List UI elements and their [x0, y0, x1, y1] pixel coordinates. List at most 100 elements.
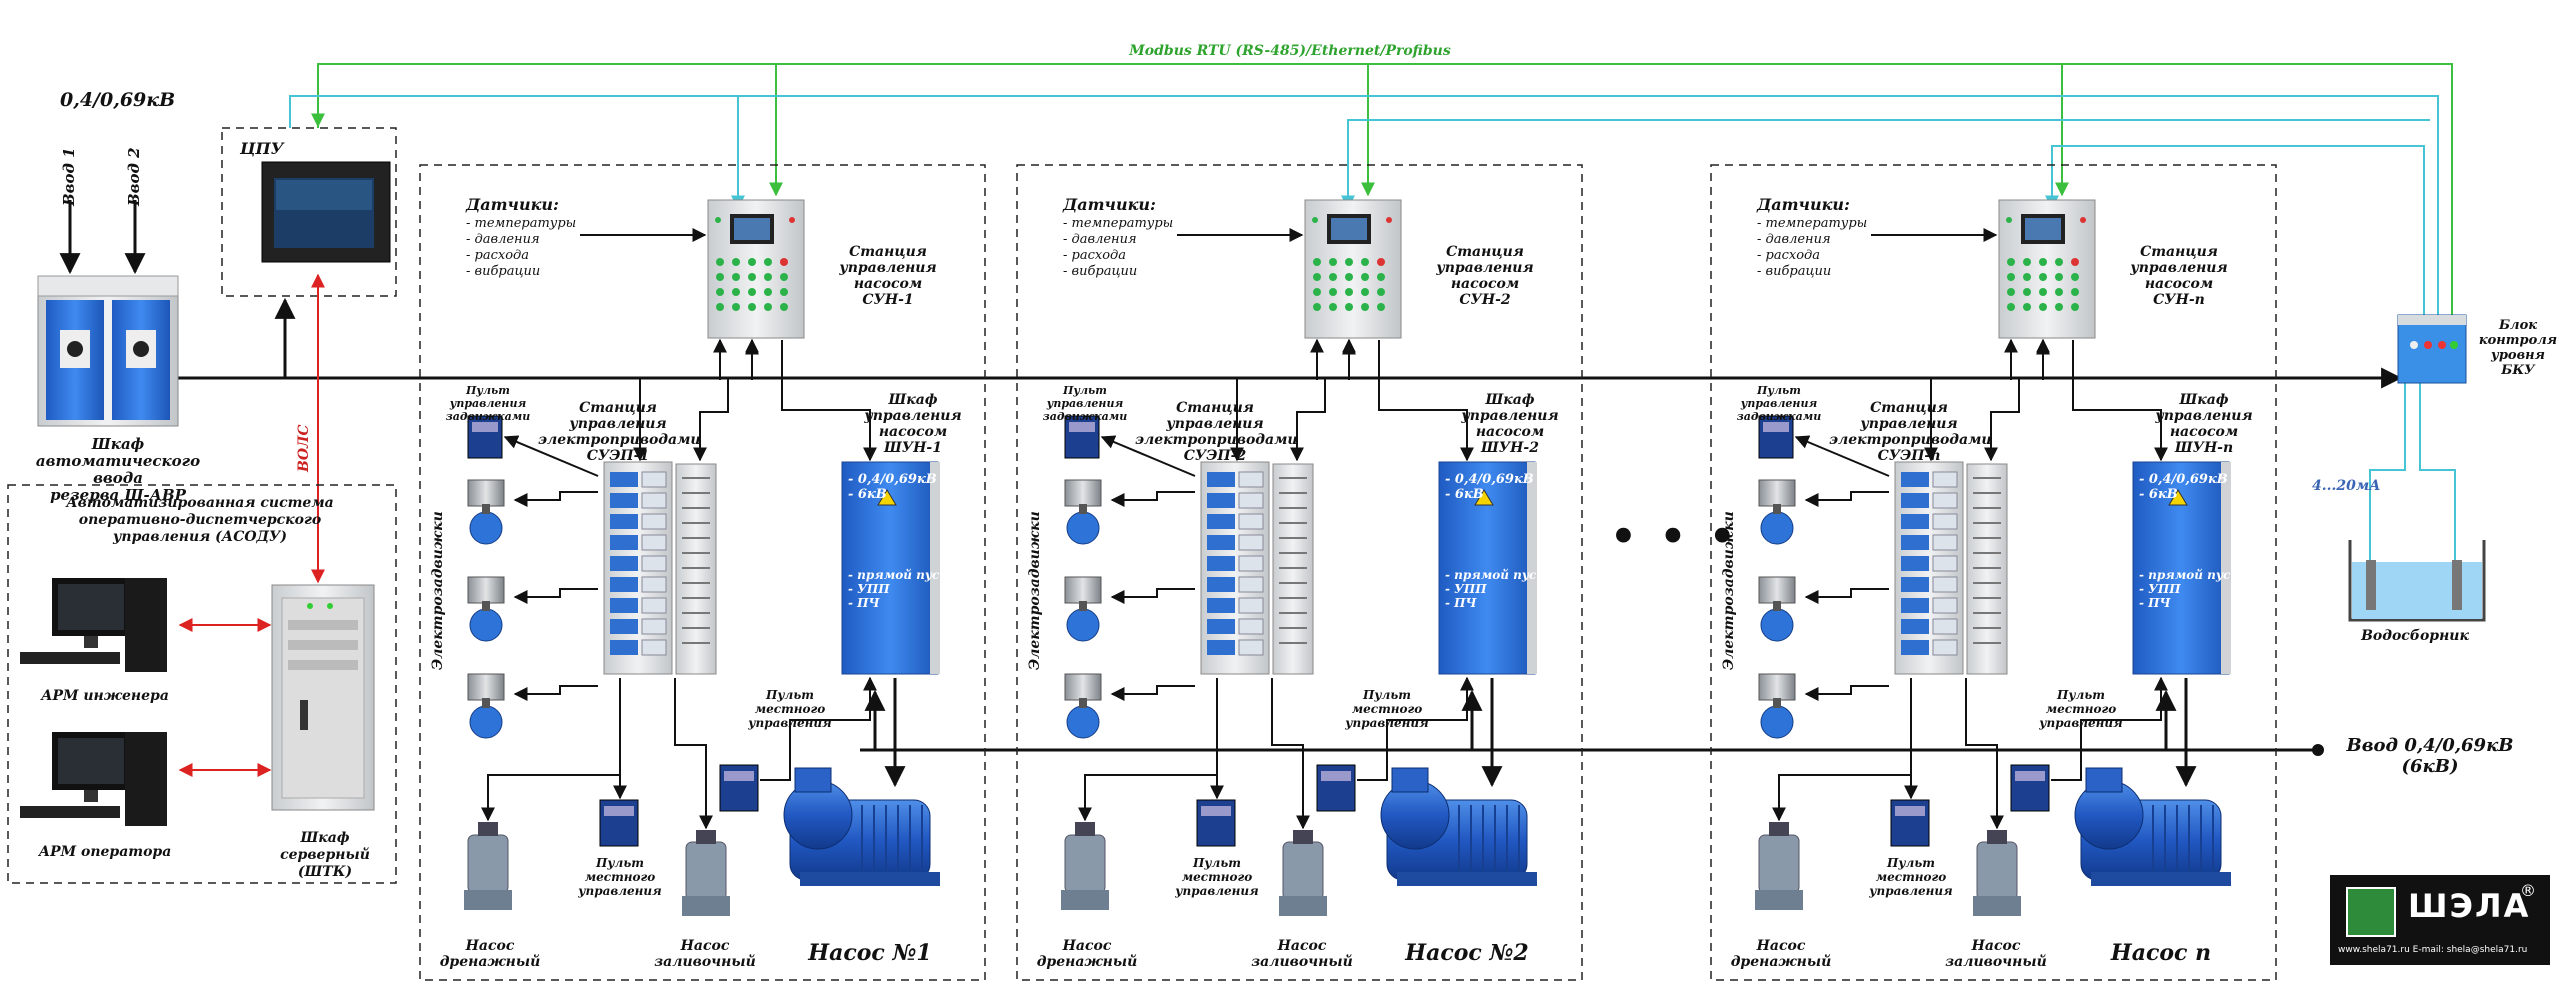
- sensors-title-line1: Датчики:: [466, 195, 559, 214]
- pump-station-label-line3: СУН-n: [2153, 292, 2205, 308]
- valve-panel-label-line2: задвижками: [1736, 410, 1822, 423]
- sensor-item: - вибрации: [1757, 264, 1832, 279]
- electric-valve-icon: [1064, 576, 1102, 642]
- drain-pump-icon: [464, 822, 512, 910]
- pump-station-label-line1: Станция управления: [1436, 244, 1534, 276]
- sensor-item: - давления: [1063, 232, 1137, 247]
- drive-station-label-line3: СУЭП-1: [586, 448, 650, 464]
- cabinet-voltage-line: - 0,4/0,69кВ: [1445, 472, 1534, 487]
- local-panel-label-a-line1: Пульт: [596, 856, 644, 870]
- pump-station-label-line2: насосом: [2144, 276, 2214, 292]
- drain-pump-icon: [1755, 822, 1803, 910]
- local-panel-label-a-line1: Пульт: [1193, 856, 1241, 870]
- cabinet-mode-line: - прямой пуск: [2139, 568, 2239, 582]
- company-logo: ШЭЛА ® www.shela71.ru E-mail: shela@shel…: [2330, 875, 2550, 965]
- bus-label: Modbus RTU (RS-485)/Ethernet/Profibus: [1128, 43, 1451, 59]
- fill-pump-label-line1: Насос: [1971, 938, 2021, 954]
- electric-valve-icon: [1758, 673, 1796, 739]
- cabinet-voltage-line: - 6кВ: [848, 487, 887, 502]
- pump-station-cabinet: [1304, 199, 1402, 339]
- valve-control-panel: [1758, 415, 1794, 459]
- section-3: [1710, 164, 2277, 981]
- section-2: [1016, 164, 1583, 981]
- local-panel-label-a-line1: Пульт: [1887, 856, 1935, 870]
- main-power-bus: [178, 297, 2403, 389]
- drain-pump-label-line2: дренажный: [439, 954, 541, 970]
- bku-line1: Блок: [2498, 318, 2538, 333]
- fill-pump-label-line1: Насос: [1277, 938, 1327, 954]
- local-control-panel: [1316, 764, 1356, 812]
- pump-control-cabinet: [1438, 461, 1537, 675]
- pump-cabinet-label-line2: насосом: [2169, 424, 2239, 440]
- pump-cabinet-label-line3: ШУН-2: [1481, 440, 1539, 456]
- sensors-title-line1: Датчики:: [1063, 195, 1156, 214]
- cabinet-voltage-line: - 6кВ: [2139, 487, 2178, 502]
- drive-station-label-line1: Станция управления: [1860, 400, 1958, 432]
- drive-station-label-line2: электроприводами: [1829, 432, 1992, 448]
- sensors-list: - температуры- давления- расхода- вибрац…: [1757, 216, 1867, 280]
- logo-name: ШЭЛА: [2408, 887, 2531, 925]
- bku-box: [2397, 314, 2467, 384]
- main-pump-label-line1: Насос №1: [808, 940, 932, 966]
- input1-label: Ввод 1: [60, 147, 78, 206]
- pump-control-cabinet: [2132, 461, 2231, 675]
- sensors-title-line1: Датчики:: [1757, 195, 1850, 214]
- drive-station-label-line1: Станция управления: [569, 400, 667, 432]
- local-control-panel: [1890, 799, 1930, 847]
- drain-pump-label-line1: Насос: [465, 938, 515, 954]
- computer-operator: [20, 732, 167, 826]
- valves-vertical-label: Электрозадвижки: [430, 511, 446, 670]
- sensor-item: - давления: [1757, 232, 1831, 247]
- pump-cabinet-label-line2: насосом: [878, 424, 948, 440]
- main-pump-label: Насос №1: [795, 940, 945, 966]
- drain-pump-label-line1: Насос: [1062, 938, 1112, 954]
- drive-station-label-line3: СУЭП-2: [1183, 448, 1247, 464]
- drive-station-label-line1: Станция управления: [1166, 400, 1264, 432]
- valves-vertical-label: Электрозадвижки: [1721, 511, 1737, 670]
- asodu-line2: оперативно-диспетчерского: [78, 512, 322, 528]
- cabinet-mode-text: - прямой пуск- УПП- ПЧ: [848, 568, 947, 610]
- input-right-line1: Ввод 0,4/0,69кВ: [2346, 735, 2514, 756]
- fill-pump-label-line2: заливочный: [1251, 954, 1353, 970]
- bku-line2: контроля: [2478, 333, 2558, 348]
- fiber-label: ВОЛС: [296, 424, 312, 472]
- section-frame: [1710, 164, 2277, 981]
- local-panel-label-b-line1: Пульт: [1363, 688, 1411, 702]
- local-panel-label-b-line3: управления: [2039, 716, 2123, 730]
- sensor-item: - расхода: [1757, 248, 1821, 263]
- input-right-label: Ввод 0,4/0,69кВ (6кВ): [2330, 735, 2530, 777]
- cabinet-voltage-text: - 0,4/0,69кВ- 6кВ: [2139, 472, 2228, 502]
- reservoir-label: Водосборник: [2361, 628, 2469, 644]
- electric-valve-icon: [1064, 479, 1102, 545]
- sensor-item: - температуры: [1757, 216, 1868, 231]
- asodu-line3: управления (АСОДУ): [113, 529, 287, 545]
- electric-valve-icon: [467, 576, 505, 642]
- local-panel-label-a-line2: местного: [1181, 870, 1253, 884]
- input2-label: Ввод 2: [125, 147, 143, 206]
- info-links: [289, 95, 2456, 620]
- avr-label-line2: резерва Ш-АВР: [50, 486, 186, 504]
- local-panel-label-b-line3: управления: [748, 716, 832, 730]
- electric-valve-icon: [1758, 576, 1796, 642]
- local-panel-label-b-line1: Пульт: [766, 688, 814, 702]
- cabinet-mode-text: - прямой пуск- УПП- ПЧ: [1445, 568, 1544, 610]
- valve-panel-label-line2: задвижками: [1042, 410, 1128, 423]
- asodu-line1: Автоматизированная система: [66, 495, 334, 511]
- local-panel-label-a-line3: управления: [1869, 884, 1953, 898]
- cabinet-mode-line: - УПП: [848, 582, 890, 596]
- main-pump-label: Насос №2: [1392, 940, 1542, 966]
- sensors-title: Датчики:: [466, 196, 626, 213]
- drain-pump-label-line2: дренажный: [1036, 954, 1138, 970]
